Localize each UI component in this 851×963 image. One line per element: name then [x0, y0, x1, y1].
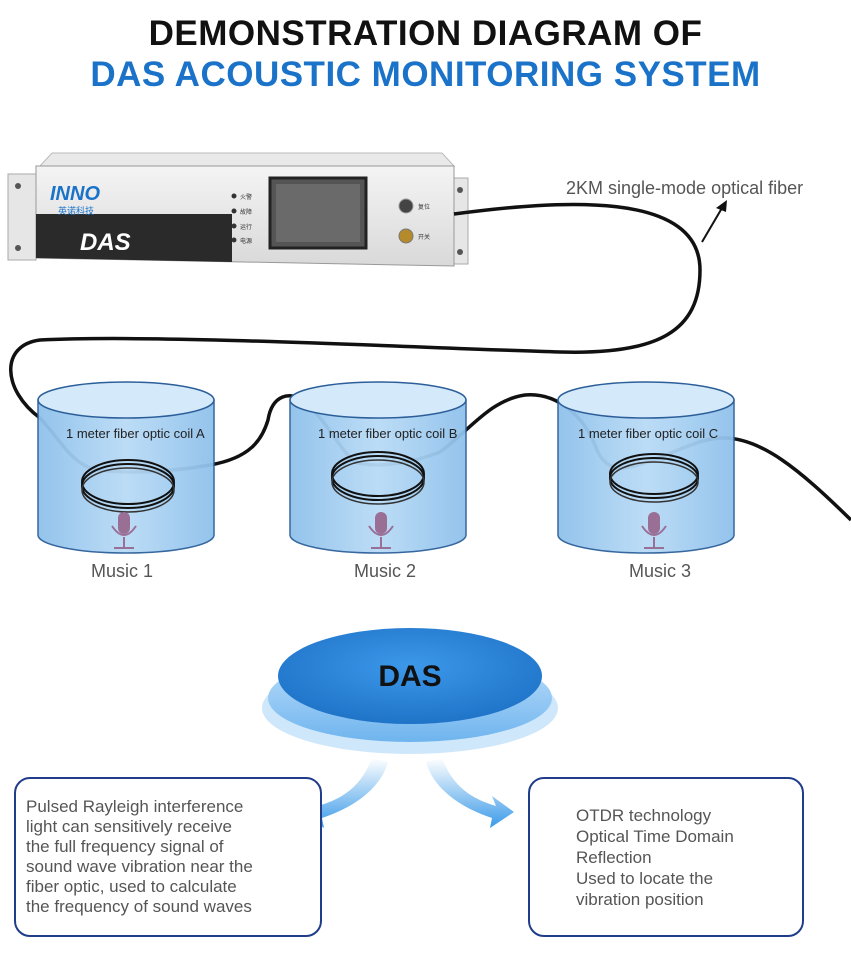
- info-line: Used to locate the: [576, 869, 714, 888]
- music-label-1: Music 1: [90, 561, 153, 581]
- device-label: DAS: [80, 229, 131, 256]
- coil-label-a: 1 meter fiber optic coil A: [66, 426, 205, 441]
- info-line: light can sensitively receive: [26, 817, 232, 836]
- microphone-icon: [111, 512, 137, 549]
- rayleigh-info-box: Pulsed Rayleigh interference light can s…: [14, 777, 322, 937]
- otdr-info-box: OTDR technology Optical Time Domain Refl…: [528, 777, 804, 937]
- key-label: 复位: [418, 203, 430, 211]
- info-line: fiber optic, used to calculate: [26, 877, 237, 896]
- tank-c: [557, 381, 735, 554]
- indicator-label: 运行: [240, 223, 252, 231]
- microphone-icon: [368, 512, 394, 549]
- music-label-2: Music 2: [353, 561, 416, 581]
- microphone-icon: [641, 512, 667, 549]
- title-line-1: DEMONSTRATION DIAGRAM OF: [148, 14, 703, 53]
- power-key-icon: [398, 228, 414, 244]
- fiber-label: 2KM single-mode optical fiber: [566, 178, 804, 198]
- tank-b: [289, 381, 467, 554]
- device-indicators: [231, 193, 237, 243]
- coil-label-c: 1 meter fiber optic coil C: [578, 426, 719, 441]
- reset-key-icon: [398, 198, 414, 214]
- info-line: the frequency of sound waves: [26, 897, 252, 916]
- left-rack-ear: [7, 173, 37, 261]
- tank-a: [37, 381, 215, 554]
- info-line: Reflection: [576, 848, 652, 867]
- info-line: vibration position: [576, 890, 704, 909]
- indicator-label: 电源: [240, 237, 252, 245]
- das-disc: [262, 628, 558, 754]
- info-line: the full frequency signal of: [26, 837, 224, 856]
- info-line: OTDR technology: [576, 806, 712, 825]
- left-curved-arrow-icon: [300, 758, 388, 828]
- coil-label-b: 1 meter fiber optic coil B: [318, 426, 458, 441]
- das-disc-label: DAS: [378, 660, 441, 693]
- indicator-label: 故障: [240, 208, 252, 216]
- brand-sub-text: 英诺科技: [58, 205, 94, 216]
- fiber-pointer-arrow: [701, 200, 727, 243]
- indicator-label: 火警: [240, 193, 252, 201]
- info-line: Pulsed Rayleigh interference: [26, 797, 244, 816]
- key-label: 开关: [418, 233, 430, 241]
- brand-logo-text: INNO: [50, 183, 100, 205]
- info-line: Optical Time Domain: [576, 827, 734, 846]
- right-curved-arrow-icon: [426, 758, 514, 828]
- info-line: sound wave vibration near the: [26, 857, 253, 876]
- title-line-2: DAS ACOUSTIC MONITORING SYSTEM: [90, 55, 761, 94]
- music-label-3: Music 3: [628, 561, 691, 581]
- das-device: [7, 152, 469, 267]
